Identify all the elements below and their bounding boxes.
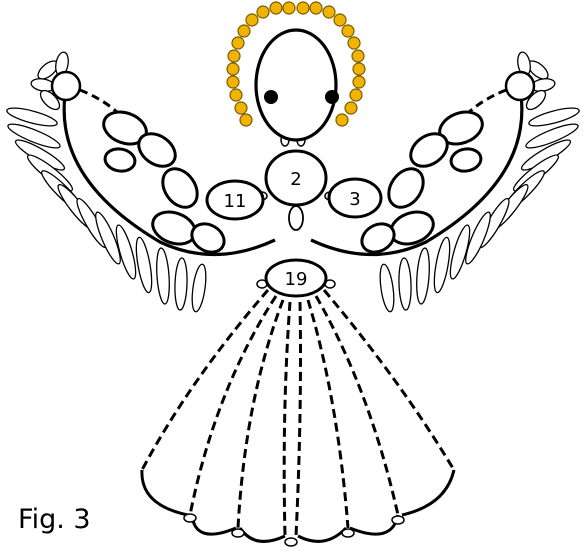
halo-bead: [310, 2, 322, 14]
halo-bead: [323, 6, 335, 18]
hem-picot: [184, 514, 196, 522]
skirt-chain: [190, 296, 276, 515]
halo-bead: [334, 14, 346, 26]
skirt: [142, 290, 454, 536]
head-base-ring-label: 2: [290, 169, 301, 190]
halo-bead: [348, 37, 360, 49]
left-wing-petals: [5, 104, 208, 312]
halo-bead: [227, 76, 239, 88]
wing-petal: [415, 248, 431, 305]
waist-ring-label: 19: [285, 269, 308, 290]
wing-ring: [103, 147, 136, 174]
wing-petal: [190, 263, 209, 312]
figure-caption: Fig. 3: [18, 506, 91, 533]
halo-bead: [227, 63, 239, 75]
wing-petal: [431, 236, 453, 293]
skirt-chain: [284, 302, 290, 536]
skirt-chain: [142, 290, 268, 470]
hem-scallop: [298, 528, 346, 541]
skirt-chain: [324, 290, 454, 470]
hem-picot: [232, 529, 244, 537]
halo-bead: [336, 114, 348, 126]
flower-center: [52, 72, 80, 100]
halo-bead: [246, 14, 258, 26]
left-arm-ring-label: 11: [224, 191, 247, 212]
right-arm-ring-label: 3: [349, 189, 360, 210]
halo-bead: [240, 114, 252, 126]
halo-bead: [235, 102, 247, 114]
wing-ring: [386, 206, 438, 249]
wing-ring: [382, 162, 431, 214]
halo-bead: [270, 2, 282, 14]
halo-bead: [238, 25, 250, 37]
wing-petal: [398, 258, 412, 310]
halo-bead: [230, 89, 242, 101]
hem-picots: [184, 514, 404, 546]
wing-ring: [148, 206, 200, 249]
halo-bead: [297, 2, 309, 14]
hem-scallop: [402, 470, 454, 515]
wing-petal: [155, 248, 171, 305]
wing-petal: [133, 236, 155, 293]
skirt-chain: [296, 302, 301, 536]
halo-bead: [228, 50, 240, 62]
right-eye: [325, 90, 339, 104]
halo-bead: [342, 25, 354, 37]
left-wing-flower: [30, 51, 80, 113]
flower-center: [506, 72, 534, 100]
wing-ring: [156, 162, 205, 214]
halo-bead: [232, 37, 244, 49]
left-eye: [264, 90, 278, 104]
halo-bead: [353, 76, 365, 88]
wing-petal: [174, 258, 188, 310]
halo-bead: [257, 6, 269, 18]
halo-bead: [353, 63, 365, 75]
skirt-chain: [238, 300, 283, 528]
hem-scallop: [350, 515, 398, 534]
hem-scallop: [240, 528, 285, 541]
hem-picot: [285, 538, 297, 546]
wing-petal: [378, 263, 397, 312]
head-ring: [256, 30, 336, 140]
right-wing-petals: [378, 104, 581, 312]
right-wing-flower: [506, 51, 556, 113]
halo-bead: [352, 50, 364, 62]
hem-picot: [342, 529, 354, 537]
hem-scallop: [192, 515, 236, 534]
halo-bead: [283, 2, 295, 14]
hem-scallop: [142, 470, 188, 515]
chest-picot: [289, 206, 303, 230]
halo-bead: [350, 89, 362, 101]
halo-bead: [345, 102, 357, 114]
wing-ring: [449, 147, 482, 174]
skirt-chain: [308, 300, 348, 528]
hem-picot: [392, 516, 404, 524]
